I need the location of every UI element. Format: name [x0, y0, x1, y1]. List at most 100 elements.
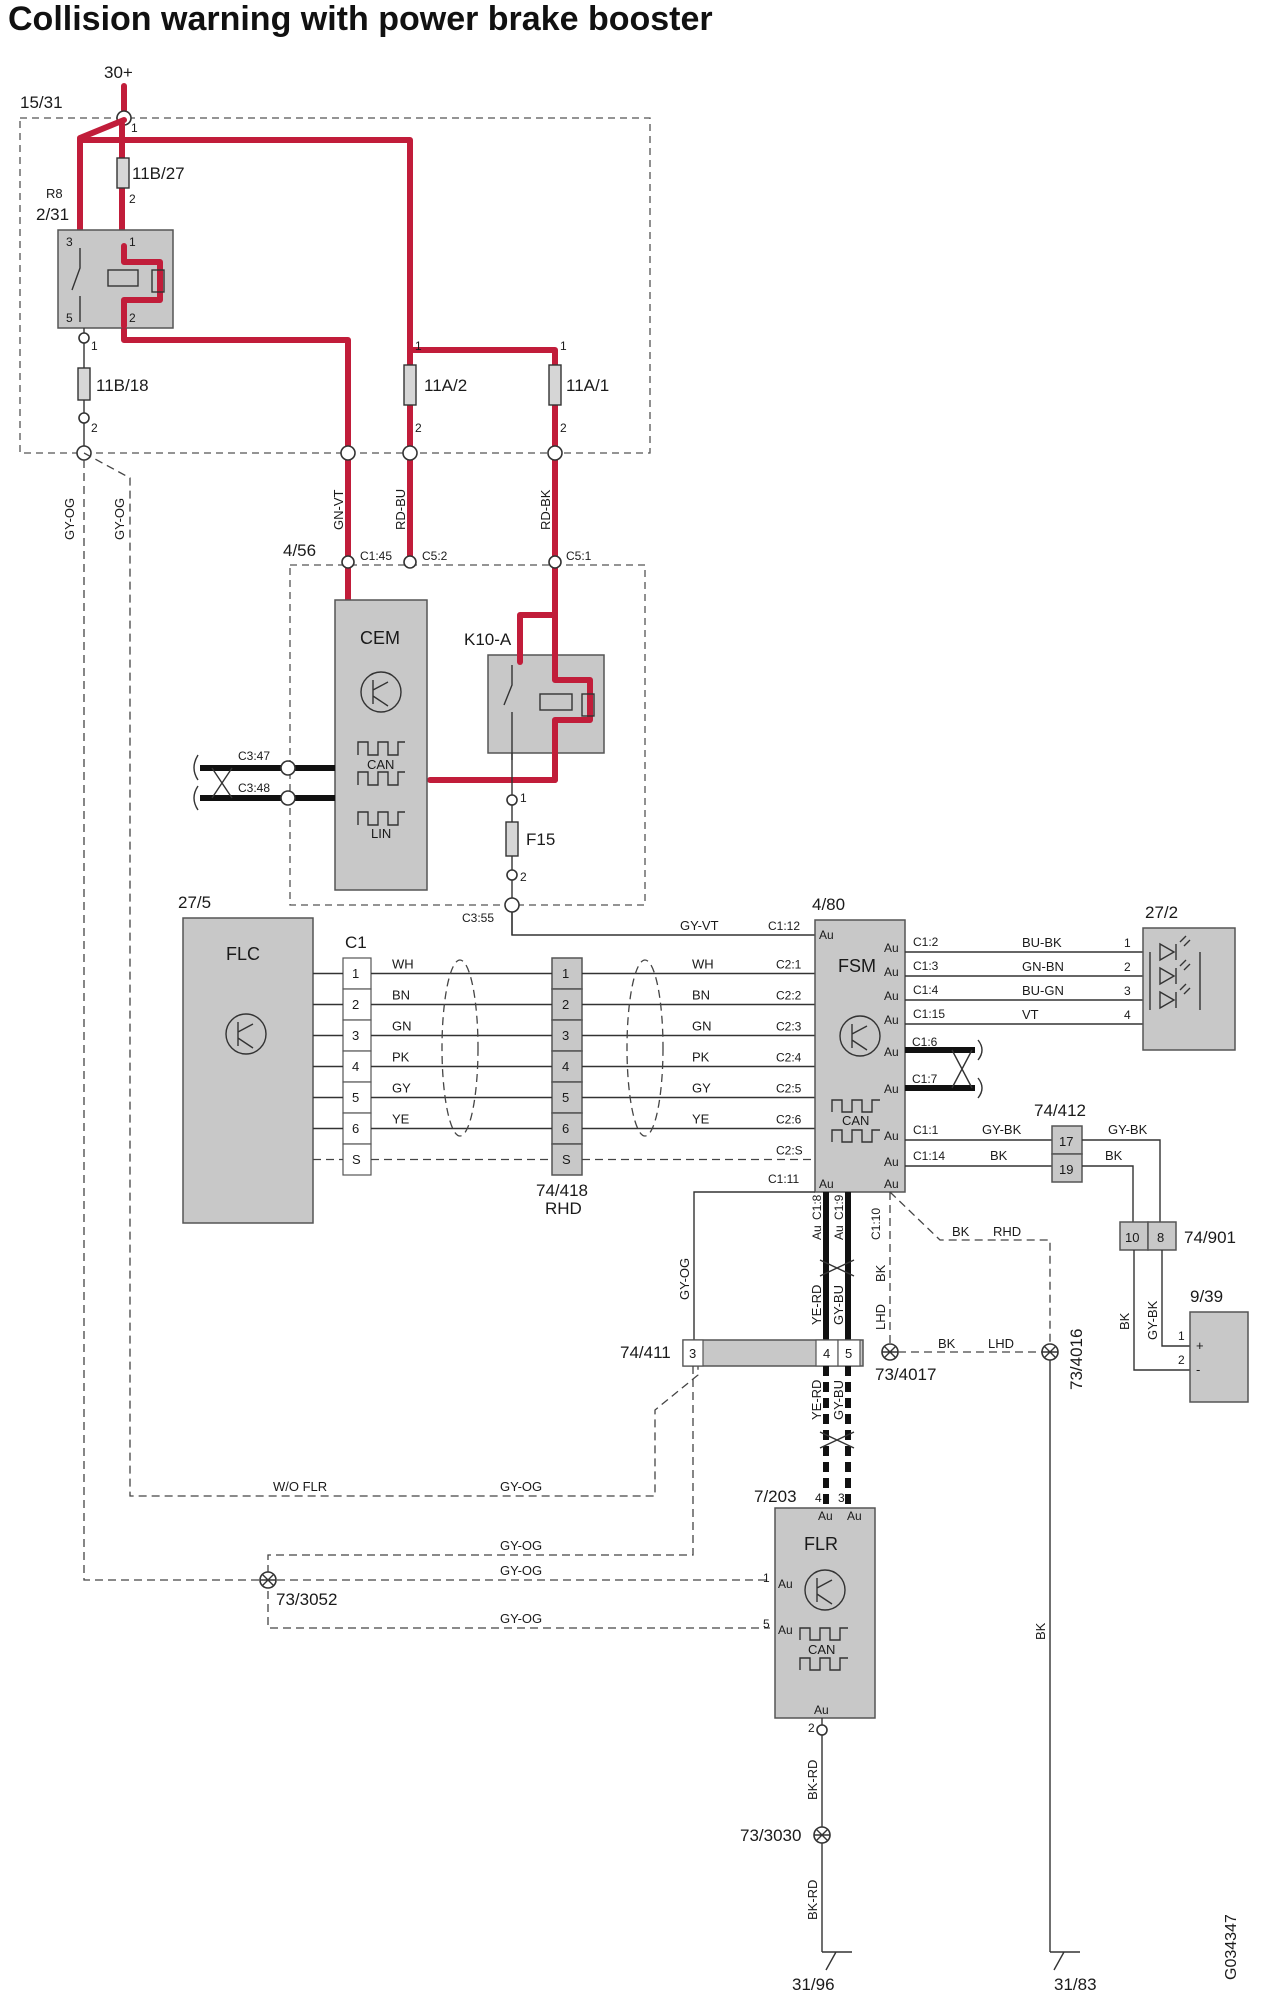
cem-c1-45: C1:45 — [360, 549, 392, 563]
fsm-au-c1-7: Au — [884, 1082, 899, 1096]
fuse-11a2-p2: 2 — [415, 421, 422, 435]
fsm-can-wave-2 — [831, 1129, 880, 1143]
fsm-au-led: Au — [884, 965, 899, 979]
ground-4017: 73/4017 — [875, 1365, 936, 1384]
fsm-c1-1: C1:1 — [913, 1123, 939, 1137]
fsm-au-c1-1: Au — [884, 1129, 899, 1143]
fsm-c2-pin: C2:5 — [776, 1082, 802, 1096]
fsm-c2-pin: C2:2 — [776, 989, 802, 1003]
led-glow-icon — [1175, 959, 1191, 984]
node-rdbk-top — [547, 445, 563, 461]
fsm-au-c1-11: Au — [819, 1177, 834, 1191]
node-f15-top — [506, 794, 518, 806]
relay-switch-icon — [71, 248, 81, 322]
led-glow-icon — [1175, 935, 1191, 960]
bat-minus: - — [1196, 1362, 1200, 1377]
fsm-c1-8: C1:8 — [810, 1194, 824, 1220]
c412-p17: 17 — [1059, 1134, 1073, 1149]
node-flr-p2 — [816, 1724, 828, 1736]
label-bk-rd-2: BK-RD — [805, 1880, 820, 1920]
flc-id: 27/5 — [178, 893, 211, 912]
fsm-au-c1-14: Au — [884, 1155, 899, 1169]
fuse-11a1-p1: 1 — [560, 339, 567, 353]
relay-pin-5: 5 — [66, 311, 73, 325]
flc-module — [182, 917, 314, 1224]
fsm-id: 4/80 — [812, 895, 845, 914]
wire-gyog-411-to-flr — [267, 1366, 770, 1629]
bundle-color-right: YE — [692, 1112, 710, 1127]
flc-connector: C1 — [345, 933, 367, 952]
fsm-c1-9: C1:9 — [832, 1194, 846, 1220]
cem-module — [334, 599, 428, 891]
label-ye-rd-2: YE-RD — [809, 1380, 824, 1420]
flr-au-4: Au — [818, 1509, 833, 1523]
label-gy-og-6: GY-OG — [500, 1563, 542, 1578]
label-gy-vt: GY-VT — [680, 918, 719, 933]
ground-3052: 73/3052 — [276, 1590, 337, 1609]
wire-gyog-long-1 — [83, 460, 770, 1581]
fsm-c1-11: C1:11 — [768, 1172, 799, 1186]
flr-module — [774, 1507, 876, 1719]
ground-3030: 73/3030 — [740, 1826, 801, 1845]
flr-p4: 4 — [815, 1491, 822, 1505]
led-icon — [1159, 990, 1176, 1010]
wire-bk-to-901 — [1082, 1165, 1134, 1222]
relay-pin-3: 3 — [66, 235, 73, 249]
label-rd-bk: RD-BK — [538, 489, 553, 530]
fuse-11b18-p2: 2 — [91, 421, 98, 435]
led-wire-color: GN-BN — [1022, 959, 1064, 974]
c901-pin-10 — [1119, 1221, 1149, 1251]
fsm-au-c1-6: Au — [884, 1045, 899, 1059]
flr-au-1: Au — [778, 1577, 793, 1591]
label-bk-4: BK — [873, 1264, 888, 1282]
ground-31-83: 31/83 — [1054, 1975, 1097, 1994]
led-wire-color: BU-BK — [1022, 935, 1062, 950]
flc-label: FLC — [226, 944, 260, 964]
cem-c5-1: C5:1 — [566, 549, 592, 563]
c418-pin-box — [551, 1143, 583, 1176]
bundle-color-right: GY — [692, 1081, 711, 1096]
flc-pin-number: 5 — [352, 1090, 359, 1105]
flr-p1: 1 — [763, 1571, 770, 1585]
fsm-au-led: Au — [884, 989, 899, 1003]
fsm-au-c1-9: Au — [832, 1225, 846, 1240]
ground-3052-icon — [259, 1571, 277, 1589]
label-gy-bk-1: GY-BK — [982, 1122, 1022, 1137]
supply-label: 30+ — [104, 63, 133, 82]
fsm-au-c1-10: Au — [884, 1177, 899, 1191]
flc-pin-number: 2 — [352, 997, 359, 1012]
fsm-label: FSM — [838, 956, 876, 976]
flr-p5: 5 — [763, 1617, 770, 1631]
node-11b18-bot — [78, 412, 90, 424]
c418-pin-number: 5 — [562, 1090, 569, 1105]
label-gy-bk-3: GY-BK — [1145, 1300, 1160, 1340]
fsm-c2-pin: C2:1 — [776, 958, 802, 972]
node-gnvt-top — [340, 445, 356, 461]
k10-relay — [487, 654, 605, 754]
flr-can-wave-2 — [799, 1657, 848, 1671]
fsm-can-break-icon — [951, 1039, 983, 1099]
fuse-f15 — [505, 821, 519, 857]
cem-transistor-icon — [360, 671, 402, 713]
relay-coil-wire — [121, 243, 163, 329]
zone-15-31-label: 15/31 — [20, 93, 63, 112]
fuse-11a2-label: 11A/2 — [424, 376, 467, 395]
supply-pin: 1 — [131, 121, 138, 135]
relay-coil-icon — [107, 269, 139, 287]
fsm-c2-pin: C2:6 — [776, 1113, 802, 1127]
k10-label: K10-A — [464, 630, 512, 649]
label-wo-flr: W/O FLR — [273, 1479, 327, 1494]
label-bk-7: BK — [1033, 1622, 1048, 1640]
fuse-11a2-p1: 1 — [415, 339, 422, 353]
relay-pin-2: 2 — [129, 311, 136, 325]
bundle-color-left: WH — [392, 957, 414, 972]
node-c1-45 — [341, 555, 355, 569]
fsm-c1-12: C1:12 — [768, 919, 800, 933]
led-icon — [1159, 966, 1176, 986]
k10-coil-wire — [552, 637, 593, 783]
chassis-ground-icon-1 — [822, 1951, 852, 1971]
wire-bus-to-11a1 — [407, 347, 558, 368]
